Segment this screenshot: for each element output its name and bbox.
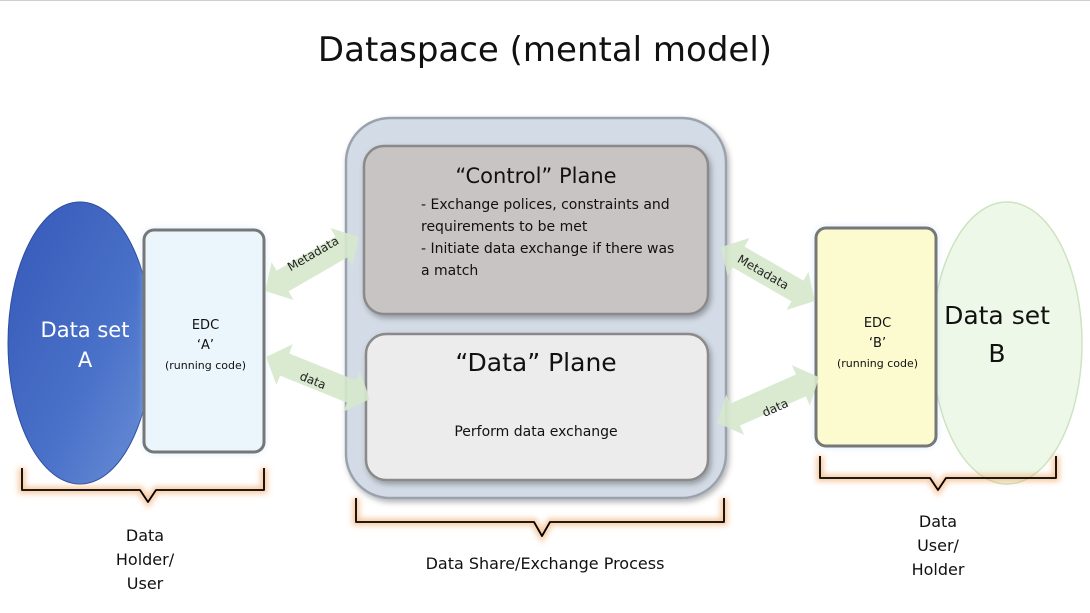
dataset-a-line1: Data set: [40, 318, 130, 342]
edc-b-line1: EDC: [863, 316, 892, 331]
edc-b-line3: (running code): [836, 357, 919, 370]
left-data-arrow: [266, 344, 370, 412]
control-plane-bullet-line: a match: [421, 263, 479, 279]
page-title: Dataspace (mental model): [317, 30, 773, 70]
data-plane-description: Perform data exchange: [454, 424, 618, 440]
right-metadata-arrow: [721, 237, 815, 311]
top-border: [0, 0, 1090, 1]
data-holder-line: Data: [125, 526, 165, 545]
edc-b-line2: ‘B’: [868, 336, 887, 351]
data-user-line: User/: [917, 536, 959, 555]
data-user-line: Holder: [911, 560, 965, 579]
dataset-b-line2: B: [988, 339, 1006, 368]
control-plane-box: [362, 144, 710, 316]
data-user-label: Data User/ Holder: [878, 510, 998, 582]
edc-b-box: [814, 226, 938, 448]
edc-b-label: EDC ‘B’ (running code): [820, 314, 935, 374]
control-plane-bullet-line: - Initiate data exchange if there was: [421, 241, 675, 257]
edc-a-label: EDC ‘A’ (running code): [148, 316, 263, 376]
dataset-b-label: Data set B: [932, 297, 1062, 373]
brace-user-b: [816, 456, 1060, 497]
brace-process: [352, 498, 728, 544]
dataset-b-line1: Data set: [944, 301, 1050, 330]
control-plane-title: “Control” Plane: [455, 164, 617, 188]
edc-a-line3: (running code): [164, 359, 247, 372]
data-plane-box: [364, 332, 710, 482]
data-plane-title: “Data” Plane: [455, 348, 617, 377]
edc-a-line1: EDC: [191, 318, 220, 333]
edc-a-line2: ‘A’: [196, 338, 215, 353]
edc-a-box: [142, 228, 266, 454]
control-plane-bullet-line: - Exchange polices, constraints and: [421, 197, 670, 213]
dataset-a-line2: A: [77, 348, 93, 372]
brace-holder-a: [18, 468, 268, 509]
exchange-process-label: Data Share/Exchange Process: [425, 554, 665, 573]
left-metadata-arrow: [265, 227, 359, 301]
data-user-line: Data: [918, 512, 958, 531]
dataset-a-label: Data set A: [20, 315, 150, 375]
data-holder-label: Data Holder/ User: [85, 524, 205, 596]
control-plane-bullets: - Exchange polices, constraints and requ…: [421, 194, 701, 282]
data-holder-line: Holder/: [115, 550, 175, 569]
control-plane-bullet-line: requirements to be met: [421, 219, 588, 235]
data-holder-line: User: [126, 574, 164, 593]
right-data-arrow: [716, 365, 820, 435]
